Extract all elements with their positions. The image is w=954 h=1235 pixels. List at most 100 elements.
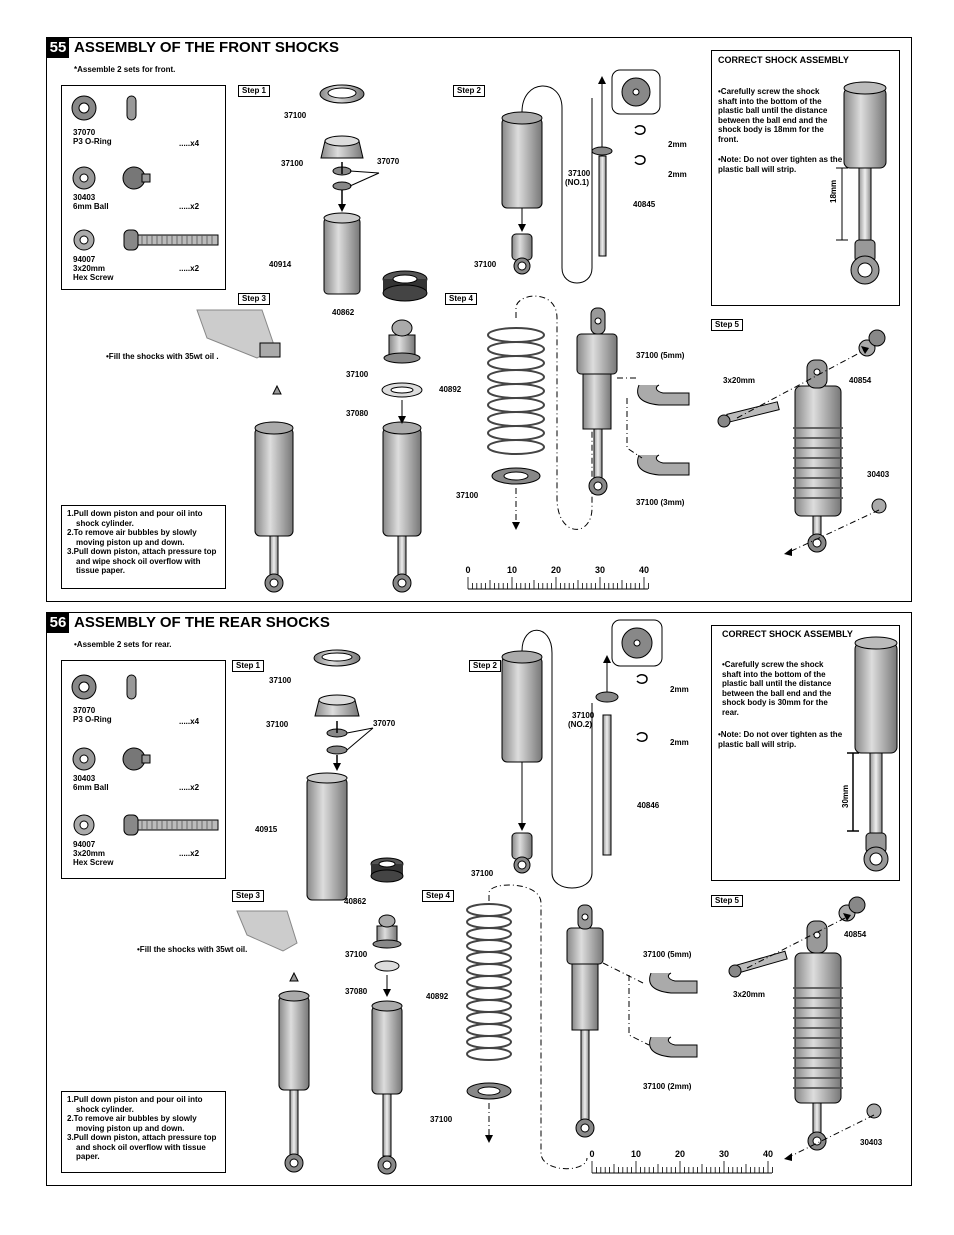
correct-assembly-note: •Carefully screw the shock shaft into th… [718,87,828,144]
part-label: 40915 [255,825,278,834]
part-label: 37100 [572,711,595,720]
part-label: 2mm [670,738,689,747]
instruction-item: 2.To remove air bubbles by slowly moving… [67,1114,197,1133]
correct-assembly-note: •Carefully screw the shock shaft into th… [722,660,832,717]
part-label: 40862 [332,308,355,317]
correct-assembly-box: CORRECT SHOCK ASSEMBLY •Carefully screw … [711,625,900,881]
instruction-item: 2.To remove air bubbles by slowly moving… [67,528,197,547]
part-label: 3x20mm [733,990,766,999]
section-number: 55 [47,38,69,58]
parts-list: 37070 P3 O-Ring .....x4 30403 6mm Ball .… [61,85,226,290]
correct-assembly-warning: •Note: Do not over tighten as the plasti… [718,155,843,174]
part-name: 3x20mm [73,849,106,858]
part-label: 40846 [637,801,660,810]
part-name: 3x20mm [73,264,106,273]
part-label: 40892 [439,385,462,394]
section-front-shocks: 55 ASSEMBLY OF THE FRONT SHOCKS *Assembl… [46,37,912,602]
assembly-illustration [196,69,887,593]
parts-illustrations [71,674,219,836]
part-label: 2mm [668,170,687,179]
step-label: Step 1 [238,85,271,97]
instruction-item: 3.Pull down piston, attach pressure top … [67,1133,217,1161]
part-label: 40854 [849,376,872,385]
ruler-label: 10 [506,565,518,575]
part-qty: .....x4 [179,717,200,726]
instruction-item: 1.Pull down piston and pour oil into sho… [67,1095,203,1114]
correct-assembly-warning: •Note: Do not over tighten as the plasti… [718,730,843,749]
step-label: Step 2 [453,85,486,97]
ruler-label: 0 [589,1149,595,1159]
part-code: 94007 [73,255,96,264]
part-label: 37080 [346,409,369,418]
part-code: 30403 [73,193,96,202]
part-label: 37100 [430,1115,453,1124]
part-name-2: Hex Screw [73,273,114,282]
part-code: 94007 [73,840,96,849]
part-label: 37100 [284,111,307,120]
distance-label: 18mm [829,179,838,203]
ruler-label: 30 [594,565,606,575]
ruler-label: 20 [674,1149,686,1159]
fill-instruction: •Fill the shocks with 35wt oil. [137,945,248,954]
step-label: Step 1 [232,660,265,672]
correct-assembly-box: CORRECT SHOCK ASSEMBLY •Carefully screw … [711,50,900,306]
part-label: 40914 [269,260,292,269]
part-label: 37100 (5mm) [643,950,692,959]
part-label: 40854 [844,930,867,939]
ruler-label: 20 [550,565,562,575]
part-label: 37100 [346,370,369,379]
measurement-ruler: 0 10 20 30 40 [465,565,658,591]
part-label: 37100 (3mm) [636,498,685,507]
measurement-ruler: 0 10 20 30 40 [589,1149,782,1175]
part-qty: .....x2 [179,849,200,858]
part-label: 2mm [668,140,687,149]
section-title: ASSEMBLY OF THE REAR SHOCKS [74,614,330,631]
part-label: 37100 [281,159,304,168]
section-number: 56 [47,613,69,633]
oil-instructions: 1.Pull down piston and pour oil into sho… [61,505,226,589]
part-label: 37100 [266,720,289,729]
part-label: (NO.1) [565,178,589,187]
part-code: 37070 [73,706,96,715]
step-label: Step 5 [711,895,744,907]
fill-instruction: •Fill the shocks with 35wt oil . [106,352,219,361]
ruler-ticks [467,577,649,590]
part-qty: .....x2 [179,202,200,211]
part-qty: .....x2 [179,264,200,273]
ruler-ticks [591,1161,773,1174]
part-label: (NO.2) [568,720,592,729]
part-label: 37100 [568,169,591,178]
parts-illustrations [71,95,219,251]
part-label: 2mm [670,685,689,694]
part-label: 3x20mm [723,376,756,385]
part-label: 37100 [269,676,292,685]
part-label: 30403 [867,470,890,479]
step-label: Step 2 [469,660,502,672]
ruler-label: 40 [762,1149,774,1159]
part-label: 40845 [633,200,656,209]
part-label: 37080 [345,987,368,996]
part-label: 37070 [373,719,396,728]
ruler-label: 10 [630,1149,642,1159]
part-label: 30403 [860,1138,883,1147]
assembly-illustration [236,619,898,1175]
step-label: Step 3 [238,293,271,305]
part-name-2: Hex Screw [73,858,114,867]
section-subtitle: •Assemble 2 sets for rear. [74,640,172,649]
part-label: 40892 [426,992,449,1001]
part-name: P3 O-Ring [73,137,112,146]
part-label: 37100 (2mm) [643,1082,692,1091]
instruction-item: 3.Pull down piston, attach pressure top … [67,547,217,575]
distance-label: 30mm [841,784,850,808]
part-label: 37100 (5mm) [636,351,685,360]
part-label: 37100 [456,491,479,500]
part-code: 37070 [73,128,96,137]
ruler-label: 0 [465,565,471,575]
correct-assembly-title: CORRECT SHOCK ASSEMBLY [718,55,849,65]
section-subtitle: *Assemble 2 sets for front. [74,65,176,74]
section-rear-shocks: 56 ASSEMBLY OF THE REAR SHOCKS •Assemble… [46,612,912,1186]
part-label: 37100 [345,950,368,959]
part-label: 40862 [344,897,367,906]
oil-instructions: 1.Pull down piston and pour oil into sho… [61,1091,226,1173]
part-name: 6mm Ball [73,783,109,792]
